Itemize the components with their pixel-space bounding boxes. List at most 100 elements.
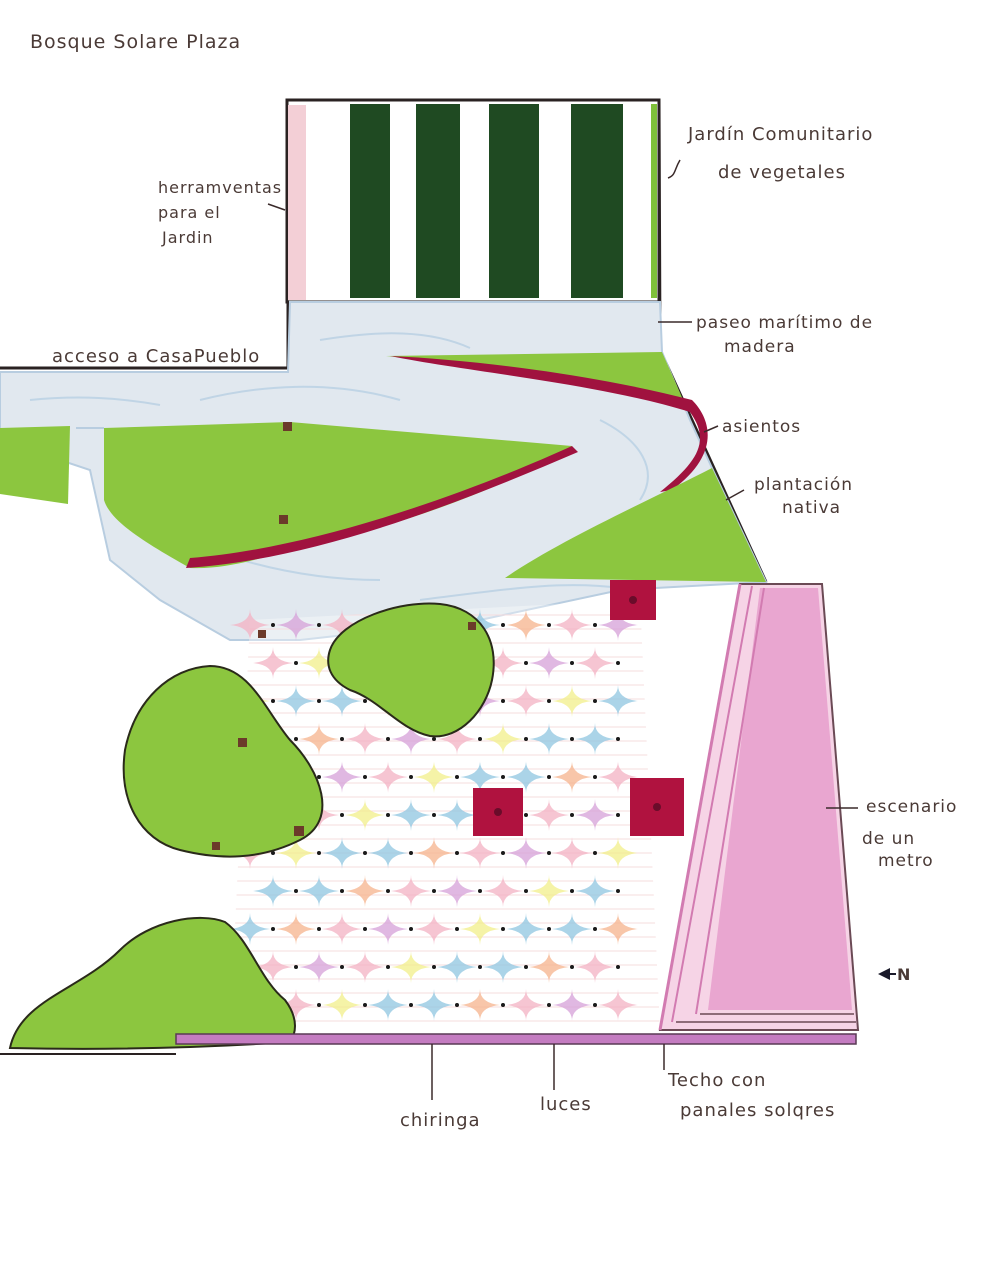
light-dot: [409, 775, 413, 779]
plaza-tile: [552, 609, 592, 641]
plaza-tile: [345, 951, 385, 983]
label-acceso: acceso a CasaPueblo: [52, 346, 260, 367]
light-dot: [363, 699, 367, 703]
plaza-tile: [230, 609, 270, 641]
light-dot: [317, 775, 321, 779]
community-garden: [285, 98, 661, 304]
light-dot: [363, 927, 367, 931]
plaza-tile: [345, 723, 385, 755]
light-dot: [340, 737, 344, 741]
light-dot: [478, 889, 482, 893]
plaza-tile: [322, 913, 362, 945]
garden-bed: [416, 104, 460, 298]
light-dot: [547, 851, 551, 855]
light-dot: [593, 851, 597, 855]
plaza-tile: [368, 837, 408, 869]
light-dot: [524, 661, 528, 665]
light-dot: [593, 699, 597, 703]
plaza-tile: [276, 989, 316, 1021]
light-dot: [616, 737, 620, 741]
light-dot: [547, 1003, 551, 1007]
light-dot: [271, 927, 275, 931]
light-dot: [294, 965, 298, 969]
plaza-tile: [598, 609, 638, 641]
plaza-tile: [506, 837, 546, 869]
shrub-middle: [122, 664, 324, 858]
plaza-tile: [575, 951, 615, 983]
plaza-tile: [483, 723, 523, 755]
light-dot: [340, 889, 344, 893]
label-escenario-1: escenario: [866, 797, 957, 817]
label-jardin-comunitario-2: de vegetales: [718, 162, 846, 183]
plaza-tile: [506, 685, 546, 717]
plaza-tile: [391, 875, 431, 907]
light-dot: [317, 927, 321, 931]
light-dot: [386, 737, 390, 741]
plaza-tile: [276, 837, 316, 869]
light-dot: [593, 927, 597, 931]
plaza-tile: [299, 875, 339, 907]
plaza-tile: [391, 723, 431, 755]
plaza-tile: [552, 913, 592, 945]
label-herramientas-1: herramventas: [158, 178, 282, 197]
plaza-tile: [414, 913, 454, 945]
plaza-tile: [322, 989, 362, 1021]
plaza-tile: [299, 723, 339, 755]
plaza-tile: [322, 609, 362, 641]
plaza-tile: [460, 761, 500, 793]
plaza-tile: [483, 951, 523, 983]
plaza-tile: [368, 913, 408, 945]
plaza-tile: [529, 799, 569, 831]
lawn-upper-right: [386, 352, 684, 402]
plaza-tile: [552, 837, 592, 869]
light-dot: [593, 1003, 597, 1007]
plaza-tile: [299, 647, 339, 679]
plaza-tile: [345, 799, 385, 831]
plaza-tile: [483, 875, 523, 907]
plaza-tile: [529, 951, 569, 983]
plaza-tile: [299, 951, 339, 983]
tool-shed-strip: [288, 105, 306, 300]
plaza-tile: [345, 875, 385, 907]
light-dot: [478, 965, 482, 969]
plaza-tile: [552, 989, 592, 1021]
plaza-tile: [552, 761, 592, 793]
plaza-tile: [253, 875, 293, 907]
plaza-tile: [437, 951, 477, 983]
plaza-tile: [276, 609, 316, 641]
seat-upper-curve: [390, 356, 708, 492]
light-dot: [501, 775, 505, 779]
label-paseo-2: madera: [724, 337, 796, 357]
light-dot: [340, 813, 344, 817]
light-dot: [593, 623, 597, 627]
plaza-tile: [483, 647, 523, 679]
light-dot: [317, 699, 321, 703]
lawn-center: [104, 422, 572, 569]
plaza-tile: [322, 761, 362, 793]
label-jardin-comunitario-1: Jardín Comunitario: [687, 124, 873, 145]
north-label: N: [897, 965, 911, 984]
plaza-tile: [460, 837, 500, 869]
plaza-tile: [506, 989, 546, 1021]
light-dot: [455, 851, 459, 855]
plaza-tile: [322, 837, 362, 869]
light-dot: [501, 927, 505, 931]
label-paseo-1: paseo marítimo de: [696, 313, 873, 333]
light-dot: [432, 889, 436, 893]
bench-marker: [283, 422, 292, 431]
light-dot: [455, 927, 459, 931]
stage-platform: [658, 583, 860, 1031]
plaza-tile: [529, 647, 569, 679]
label-plantacion-2: nativa: [782, 498, 841, 518]
light-dot: [455, 775, 459, 779]
light-dot: [432, 813, 436, 817]
plaza-tile: [276, 685, 316, 717]
north-arrow: N: [878, 965, 911, 984]
light-dot: [501, 623, 505, 627]
light-dot: [501, 1003, 505, 1007]
shrub-bottom: [8, 916, 296, 1050]
label-escenario-3: metro: [878, 851, 934, 871]
bench-marker: [279, 515, 288, 524]
annotations: [267, 159, 858, 1100]
plaza-tiled: [230, 580, 684, 1030]
